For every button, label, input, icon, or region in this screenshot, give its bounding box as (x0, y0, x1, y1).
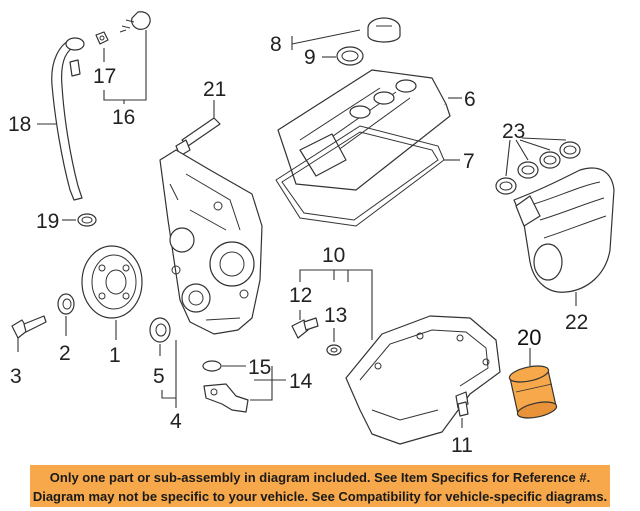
crankshaft-pulley (81, 245, 143, 319)
cap-seal (336, 46, 364, 66)
sensor-o-ring (202, 360, 222, 372)
callout-4: 4 (170, 410, 182, 433)
callout-15: 15 (248, 356, 271, 379)
oil-drain-plug (291, 317, 319, 339)
pan-bolt (455, 391, 469, 417)
oil-control-valve (203, 383, 249, 413)
callout-19: 19 (36, 210, 59, 233)
callout-16: 16 (112, 106, 135, 129)
timing-cover (159, 149, 263, 335)
dipstick-handle (119, 11, 151, 33)
callout-18: 18 (8, 113, 31, 136)
callout-1: 1 (109, 344, 121, 367)
intake-manifold (513, 167, 615, 293)
dipstick-o-ring (77, 213, 97, 227)
callout-23: 23 (502, 120, 525, 143)
callout-22: 22 (565, 311, 588, 334)
callout-21: 21 (203, 78, 226, 101)
pulley-bolt (11, 315, 47, 339)
disclaimer-line-1: Only one part or sub-assembly in diagram… (49, 470, 591, 485)
oil-pan (345, 315, 501, 445)
callout-6: 6 (464, 88, 476, 111)
intake-gaskets (495, 141, 581, 195)
callout-10: 10 (322, 244, 345, 267)
callout-3: 3 (10, 365, 22, 388)
front-crank-seal (149, 317, 171, 343)
drain-plug-washer (326, 344, 342, 356)
disclaimer-banner: Only one part or sub-assembly in diagram… (30, 465, 610, 507)
callout-9: 9 (304, 46, 316, 69)
callout-5: 5 (153, 365, 165, 388)
pulley-washer (57, 293, 75, 315)
callout-2: 2 (59, 342, 71, 365)
valve-cover (277, 69, 451, 191)
callout-8: 8 (270, 33, 282, 56)
callout-13: 13 (324, 304, 347, 327)
callout-11: 11 (451, 434, 473, 457)
washer-17 (95, 31, 109, 45)
callout-12: 12 (289, 284, 312, 307)
dipstick-tube (51, 37, 85, 201)
callout-7: 7 (463, 150, 475, 173)
engine-parts-diagram: 18 19 17 16 21 8 9 6 (8, 11, 615, 457)
callout-14: 14 (289, 370, 313, 393)
callout-20: 20 (517, 325, 541, 350)
bracket-21 (175, 117, 221, 157)
disclaimer-line-2: Diagram may not be specific to your vehi… (32, 489, 608, 504)
callout-17: 17 (93, 65, 116, 88)
oil-filter[interactable] (508, 363, 558, 421)
oil-filler-cap (367, 17, 401, 43)
